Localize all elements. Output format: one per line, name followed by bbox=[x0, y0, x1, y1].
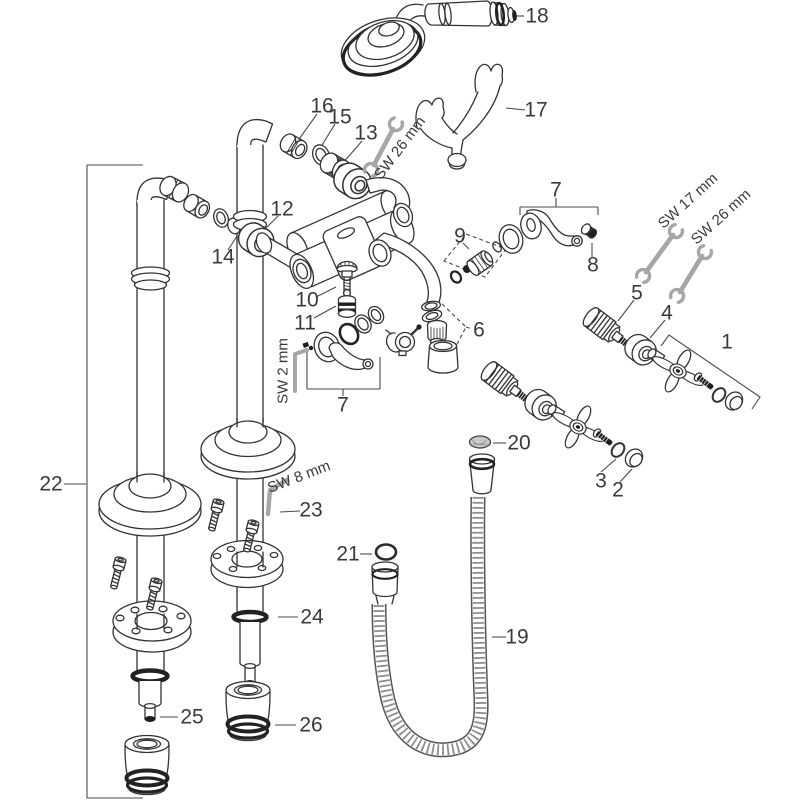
callout-14: 14 bbox=[211, 246, 235, 269]
handle-screw bbox=[592, 428, 613, 446]
label-sw2: SW 2 mm bbox=[275, 338, 292, 404]
hand-shower bbox=[340, 0, 517, 77]
allen-key-sw8-icon bbox=[265, 477, 290, 517]
callout-2: 2 bbox=[612, 479, 624, 502]
wrench-sw26-top-icon bbox=[361, 115, 406, 179]
shower-hose-19 bbox=[371, 496, 489, 758]
callout-7: 7 bbox=[550, 179, 562, 202]
callout-5: 5 bbox=[631, 282, 643, 305]
bracket-22 bbox=[64, 164, 143, 799]
diverter-screw-10-and-bush-11 bbox=[336, 260, 358, 318]
callout-24: 24 bbox=[300, 606, 324, 629]
riser-pipe-left bbox=[130, 177, 174, 674]
callout-18: 18 bbox=[525, 5, 548, 28]
callout-21: 21 bbox=[336, 543, 359, 566]
callout-11: 11 bbox=[294, 312, 316, 335]
callout-15: 15 bbox=[328, 106, 351, 129]
callout-25: 25 bbox=[180, 706, 203, 729]
diverter-valve bbox=[385, 324, 422, 357]
o-ring bbox=[711, 387, 727, 403]
callout-16: 16 bbox=[310, 95, 333, 118]
callout-10: 10 bbox=[295, 289, 318, 312]
union-nipple bbox=[183, 193, 211, 219]
pipe-bottom-left bbox=[130, 668, 170, 722]
label-sw26-top: SW 26 mm bbox=[371, 113, 429, 182]
callout-17: 17 bbox=[524, 99, 547, 122]
callout-13: 13 bbox=[354, 122, 377, 145]
socket-cup-26 bbox=[224, 679, 272, 743]
rosette-right bbox=[200, 417, 296, 480]
callout-20: 20 bbox=[507, 432, 530, 455]
leader-lines bbox=[160, 15, 761, 726]
pipe-bottom-right bbox=[231, 609, 269, 686]
wrench-sw26-right-icon bbox=[667, 242, 715, 306]
callout-7b: 7 bbox=[337, 394, 349, 417]
nut-8 bbox=[580, 223, 598, 239]
callout-8: 8 bbox=[587, 254, 599, 277]
pipe-union-parts-left bbox=[159, 175, 229, 228]
lever-handle-top bbox=[498, 209, 598, 254]
wrench-sw17-icon bbox=[633, 221, 686, 286]
callout-26: 26 bbox=[299, 714, 322, 737]
hose-fitting-left bbox=[371, 543, 399, 605]
o-ring-3 bbox=[610, 442, 626, 458]
socket-cup-left bbox=[123, 733, 171, 797]
callout-labels: 1 2 3 4 5 6 7 8 9 10 11 12 13 14 15 16 1… bbox=[39, 5, 733, 737]
pipe-tee-and-nut-12 bbox=[227, 209, 280, 263]
callout-23: 23 bbox=[299, 499, 322, 522]
nipple-16 bbox=[279, 133, 308, 160]
pipe-union-parts-right bbox=[279, 133, 378, 205]
callout-3: 3 bbox=[595, 470, 607, 493]
callout-9: 9 bbox=[454, 225, 466, 248]
valve-group-lower bbox=[477, 358, 644, 468]
o-ring-21 bbox=[374, 543, 398, 561]
aerator-parts-6 bbox=[421, 309, 459, 374]
shower-cradle bbox=[415, 63, 504, 170]
flange-right bbox=[210, 539, 284, 589]
callout-6: 6 bbox=[473, 319, 485, 342]
shower-handle bbox=[424, 0, 493, 27]
callout-19: 19 bbox=[505, 626, 528, 649]
handle-screw bbox=[693, 372, 714, 390]
callout-22: 22 bbox=[39, 473, 62, 496]
flange-left bbox=[112, 600, 192, 653]
valve-group-upper bbox=[579, 304, 744, 411]
callout-12: 12 bbox=[270, 198, 293, 221]
lever-handle-bottom bbox=[302, 305, 385, 371]
hose-fitting-top bbox=[468, 435, 496, 495]
rosette-left bbox=[98, 471, 202, 537]
riser-pipe-right bbox=[236, 119, 274, 613]
tools bbox=[265, 115, 715, 517]
cartridge-9-group bbox=[449, 241, 502, 284]
callout-1: 1 bbox=[721, 331, 733, 354]
callout-4: 4 bbox=[661, 302, 673, 325]
filter-seal-20 bbox=[468, 435, 492, 449]
mixer-body bbox=[255, 177, 442, 312]
allen-key-sw2-icon bbox=[293, 345, 314, 393]
